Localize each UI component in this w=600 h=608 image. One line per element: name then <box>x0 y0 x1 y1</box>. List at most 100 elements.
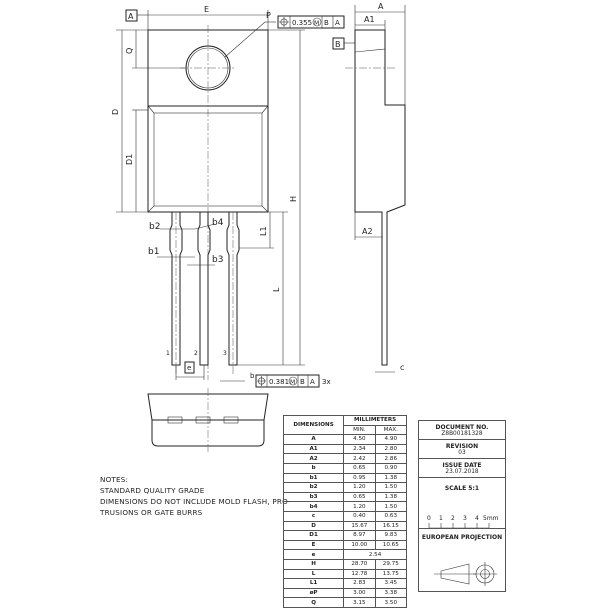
scale-label: SCALE 5:1 <box>444 485 480 492</box>
hole-tolerance-modifier: M <box>314 20 319 27</box>
table-cell: 3.45 <box>374 578 408 589</box>
table-cell: 0.40 <box>343 510 376 522</box>
table-cell: 29.75 <box>374 558 408 570</box>
revision-label: REVISION <box>445 443 479 450</box>
title-block: DOCUMENT NO. Z8B00181328 REVISION 03 ISS… <box>418 420 506 592</box>
issue-date-value: 23.07.2018 <box>445 469 479 475</box>
table-cell: 0.95 <box>343 472 376 484</box>
note-line: STANDARD QUALITY GRADE <box>100 486 205 495</box>
table-cell: 3.50 <box>374 597 408 608</box>
projection-cell: EUROPEAN PROJECTION <box>419 529 505 541</box>
table-cell: 16.15 <box>374 520 408 532</box>
scale-cell: SCALE 5:1 <box>419 478 505 529</box>
dim-A1-label: A1 <box>364 15 375 24</box>
dim-e-label: e <box>187 364 191 372</box>
table-cell: 2.83 <box>343 578 376 589</box>
table-cell: c <box>282 510 345 522</box>
table-cell: 1.38 <box>374 472 408 484</box>
table-cell: L1 <box>282 578 345 589</box>
revision-cell: REVISION 03 <box>419 440 505 459</box>
dim-D1-label: D1 <box>125 154 134 165</box>
min-header: MIN. <box>343 424 376 436</box>
lead-tolerance-ref-b: B <box>300 378 305 386</box>
table-cell: 3.15 <box>343 597 376 608</box>
scale-tick-0: 0 <box>427 515 431 522</box>
dim-A-label: A <box>378 2 384 11</box>
table-cell: Q <box>282 597 345 608</box>
dim-L1-label: L1 <box>259 226 268 236</box>
table-cell: 10.00 <box>343 539 376 551</box>
dim-b-label: b <box>250 372 255 380</box>
lead-tolerance-modifier: M <box>290 379 295 386</box>
dimensions-front: E A P 0.355 M B A D Q D1 H L L1 b2 b4 <box>111 5 345 388</box>
dim-c-label: c <box>400 363 404 372</box>
bottom-view <box>147 388 269 452</box>
table-cell: 10.65 <box>374 539 408 551</box>
pin-3-label: 3 <box>223 350 227 357</box>
dim-b1-label: b1 <box>148 247 159 257</box>
table-cell: 0.65 <box>343 491 376 503</box>
pin-2-label: 2 <box>194 350 198 357</box>
scale-tick-3: 3 <box>463 515 467 522</box>
dim-A2-label: A2 <box>362 227 373 236</box>
notes-title: NOTES: <box>100 475 129 484</box>
table-cell: 4.50 <box>343 434 376 445</box>
dim-P-label: P <box>266 11 271 20</box>
revision-value: 03 <box>458 450 466 456</box>
table-cell: b1 <box>282 472 345 484</box>
note-line: DIMENSIONS DO NOT INCLUDE MOLD FLASH, PR… <box>100 497 291 506</box>
document-number-cell: DOCUMENT NO. Z8B00181328 <box>419 421 505 440</box>
table-cell: b4 <box>282 501 345 512</box>
table-cell: e <box>282 549 345 560</box>
table-cell: L <box>282 568 345 580</box>
table-cell: b3 <box>282 491 345 503</box>
lead-tolerance-count: 3x <box>322 378 331 386</box>
table-cell: 28.70 <box>343 558 376 570</box>
table-cell: 0.63 <box>374 510 408 522</box>
millimeters-header: MILLIMETERS <box>343 415 407 426</box>
table-cell: 1.20 <box>343 501 376 512</box>
hole-tolerance-value: 0.355 <box>292 19 312 27</box>
table-cell: 8.97 <box>343 530 376 541</box>
issue-date-cell: ISSUE DATE 23.07.2018 <box>419 459 505 478</box>
table-cell: 1.50 <box>374 501 408 512</box>
table-cell: 1.20 <box>343 482 376 493</box>
european-projection-symbol <box>434 562 497 586</box>
table-cell: 9.83 <box>374 530 408 541</box>
table-cell: 3.38 <box>374 587 408 599</box>
lead-tolerance-value: 0.381 <box>269 378 289 386</box>
projection-label: EUROPEAN PROJECTION <box>421 534 503 541</box>
table-cell: E <box>282 539 345 551</box>
table-cell: A <box>282 434 345 445</box>
scale-tick-2: 2 <box>451 515 455 522</box>
table-cell: 4.90 <box>374 434 408 445</box>
table-cell: 12.78 <box>343 568 376 580</box>
dim-b2-label: b2 <box>149 222 160 232</box>
hole-tolerance-ref-a: A <box>335 19 340 27</box>
leads <box>169 212 240 375</box>
hole-position-tolerance-frame: 0.355 M B A <box>277 15 345 29</box>
lead-tolerance-ref-a: A <box>310 378 315 386</box>
datum-B-label: B <box>335 40 341 49</box>
dim-b4-label: b4 <box>212 218 224 228</box>
notes-block: NOTES: STANDARD QUALITY GRADE DIMENSIONS… <box>100 474 291 518</box>
table-cell: D1 <box>282 530 345 541</box>
document-number-label: DOCUMENT NO. <box>435 424 489 431</box>
table-cell: 15.67 <box>343 520 376 532</box>
note-line: TRUSIONS OR GATE BURRS <box>100 508 203 517</box>
